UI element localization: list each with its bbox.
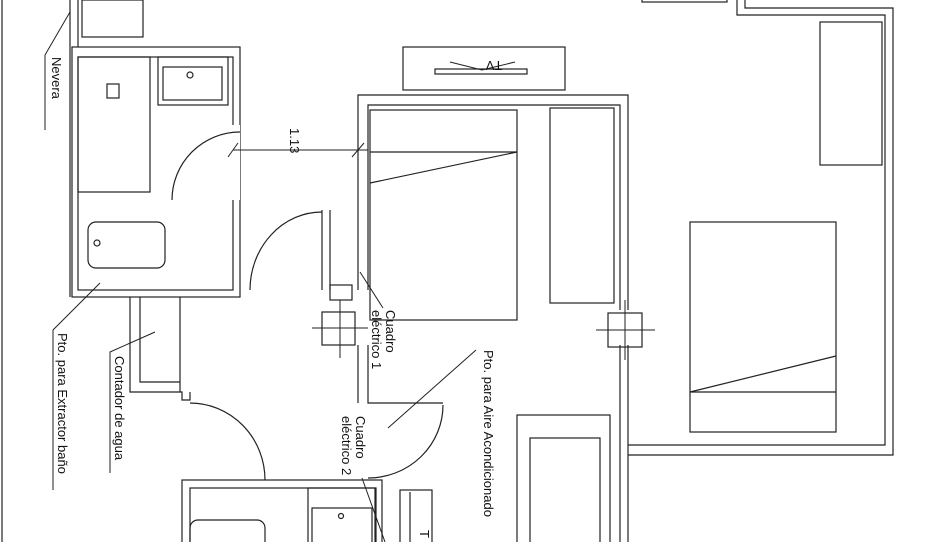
label-contador: Contador de agua [109,331,156,473]
sofa [516,414,611,542]
cuadro1-line2: eléctrico 1 [369,310,384,369]
wardrobe [549,107,615,304]
tv-label: TV [485,58,502,73]
label-cuadro-1: Cuadro eléctrico 1 [359,271,398,369]
cuadro2-line2: eléctrico 2 [339,416,354,475]
bottom-bath: T [181,479,433,542]
label-nevera: Nevera [44,11,71,130]
door-arc [189,402,266,481]
label-extractor: Pto. para Extractor baño [52,282,101,490]
dimension-label: 1.13 [287,128,302,153]
extractor-text: Pto. para Extractor baño [55,333,70,474]
bedroom-1 [312,94,655,542]
bedroom-2 [628,0,894,456]
water-meter-area [129,297,266,481]
wardrobe [819,21,883,166]
kitchen-block [71,46,331,298]
fridge [69,0,144,297]
cuadro1-line1: Cuadro [383,310,398,353]
door-arc [249,211,323,291]
hob-icon [106,83,120,99]
door-arc [367,404,444,479]
cuadro2-line1: Cuadro [353,416,368,459]
label-aire: Pto. para Aire Acondicionado [387,349,496,517]
label-cuadro-2: Cuadro eléctrico 2 [339,416,386,542]
door-arc [171,131,241,201]
sink [157,56,229,106]
toilet [87,221,166,269]
aire-text: Pto. para Aire Acondicionado [481,350,496,517]
dimension-line: 1.13 [227,128,368,158]
tv-unit: TV [402,46,566,91]
bed [689,221,837,433]
counter [77,56,151,193]
bed [369,109,518,321]
tv-bottom-label: T [417,530,432,538]
contador-text: Contador de agua [112,356,127,461]
nevera-text: Nevera [49,57,64,100]
